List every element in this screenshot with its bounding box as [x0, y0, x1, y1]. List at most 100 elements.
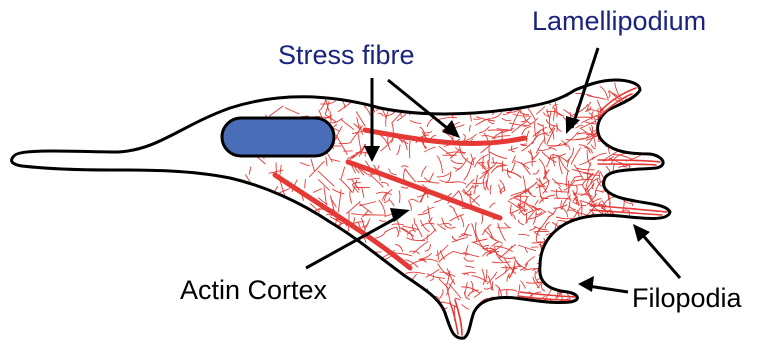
- actin-filament: [607, 115, 616, 120]
- actin-filament: [452, 238, 467, 243]
- actin-filament: [362, 210, 368, 217]
- actin-filament: [352, 183, 361, 186]
- actin-filament: [450, 149, 460, 158]
- actin-filament: [452, 109, 464, 111]
- actin-filament: [626, 103, 629, 110]
- actin-filament: [547, 109, 550, 119]
- actin-filament: [624, 111, 629, 122]
- actin-filament: [287, 218, 293, 224]
- actin-filament: [502, 118, 512, 120]
- actin-filament: [532, 267, 552, 270]
- actin-filament: [501, 191, 506, 195]
- actin-filament: [622, 142, 637, 145]
- actin-filament: [581, 300, 593, 308]
- actin-filament: [499, 246, 513, 259]
- actin-filament: [336, 135, 347, 155]
- stress-fibre-middle: [348, 162, 500, 218]
- actin-filament: [552, 234, 562, 240]
- actin-filament: [334, 282, 335, 293]
- actin-filament: [572, 234, 577, 241]
- actin-filament: [260, 221, 266, 227]
- actin-filament: [320, 99, 325, 110]
- actin-filament: [583, 309, 596, 310]
- actin-filament: [369, 303, 375, 307]
- actin-filament: [376, 192, 392, 194]
- actin-filament: [362, 187, 364, 197]
- actin-filament: [524, 89, 528, 106]
- actin-filament: [618, 300, 630, 301]
- actin-filament: [587, 96, 606, 100]
- actin-filament: [571, 279, 577, 290]
- actin-filament: [564, 109, 574, 116]
- actin-filament: [615, 239, 623, 252]
- actin-filament: [570, 195, 572, 202]
- actin-filament: [471, 281, 473, 292]
- actin-filament: [576, 263, 579, 280]
- actin-filament: [625, 186, 631, 194]
- actin-filament: [493, 96, 504, 98]
- actin-filament: [573, 246, 580, 248]
- actin-filament: [591, 125, 592, 132]
- actin-filament: [551, 191, 570, 193]
- actin-filament: [397, 291, 402, 309]
- actin-filament: [587, 298, 596, 303]
- actin-filament: [403, 226, 419, 230]
- actin-filament: [307, 215, 314, 225]
- actin-filament: [577, 168, 595, 170]
- actin-filament: [628, 136, 641, 143]
- actin-filament: [384, 189, 392, 201]
- actin-filament: [583, 217, 593, 234]
- actin-filament: [405, 169, 416, 182]
- actin-filament: [409, 141, 410, 158]
- actin-filament: [595, 191, 603, 193]
- actin-filament: [586, 219, 597, 225]
- actin-filament: [608, 133, 615, 140]
- actin-filament: [424, 97, 436, 102]
- actin-filament: [547, 144, 567, 146]
- actin-filament: [341, 167, 345, 179]
- actin-filament: [597, 226, 607, 237]
- actin-filament: [520, 144, 526, 145]
- actin-filament: [502, 307, 513, 311]
- actin-filament: [282, 223, 295, 242]
- actin-filament: [337, 96, 345, 109]
- actin-filament: [397, 108, 411, 122]
- actin-filament: [499, 301, 503, 311]
- actin-filament: [558, 277, 566, 285]
- actin-filament: [492, 262, 511, 263]
- actin-filament: [347, 288, 353, 306]
- actin-filament: [336, 126, 342, 139]
- actin-filament: [468, 194, 480, 206]
- actin-filament: [610, 302, 627, 309]
- actin-filament: [612, 251, 618, 257]
- label-stress-fibre: Stress fibre: [278, 42, 415, 69]
- actin-filament: [535, 200, 538, 206]
- actin-filament: [528, 188, 531, 194]
- actin-filament: [609, 234, 615, 236]
- actin-filament: [620, 245, 626, 251]
- actin-filament: [381, 294, 384, 311]
- actin-filament: [525, 257, 535, 266]
- actin-filament: [545, 248, 558, 253]
- actin-filament: [519, 234, 530, 236]
- actin-filament: [499, 90, 512, 99]
- actin-filament: [627, 132, 634, 139]
- actin-filament: [525, 182, 537, 190]
- actin-filament: [543, 264, 552, 276]
- actin-filament: [404, 139, 408, 151]
- actin-filament: [346, 288, 362, 294]
- actin-filament: [451, 160, 463, 164]
- actin-filament: [395, 245, 403, 252]
- actin-filament: [453, 167, 461, 169]
- actin-filament: [554, 261, 562, 265]
- actin-filament: [326, 156, 327, 166]
- actin-filament: [600, 130, 617, 133]
- actin-filament: [439, 290, 443, 299]
- actin-filament: [474, 103, 475, 110]
- actin-filament: [499, 185, 501, 192]
- actin-filament: [492, 281, 493, 291]
- actin-filament: [576, 247, 591, 259]
- actin-filament: [318, 171, 335, 187]
- actin-filament: [616, 180, 624, 190]
- actin-filament: [595, 292, 603, 300]
